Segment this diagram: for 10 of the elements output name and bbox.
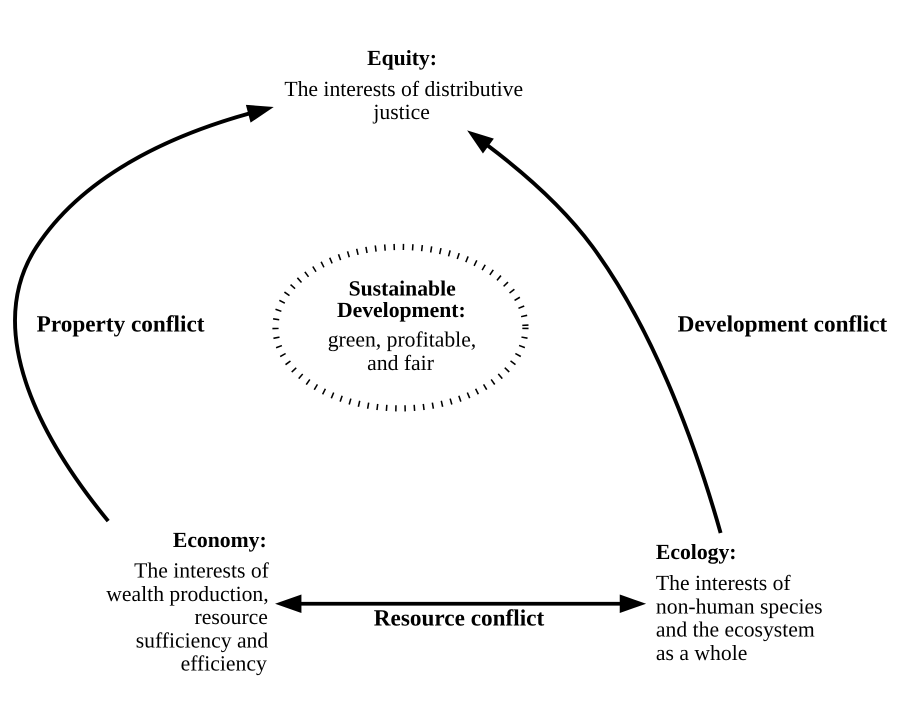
- arrow: [275, 594, 646, 613]
- arrow: [13, 104, 274, 522]
- node-text: Ecology: The interests of non-human species and the ecosystem as a whole: [656, 540, 823, 665]
- node-text: Equity: The interests of distributive justice: [284, 46, 524, 124]
- edge-label: Resource conflict: [374, 605, 544, 632]
- edge-label: Development conflict: [678, 312, 888, 338]
- arrow: [467, 130, 722, 534]
- node-text: Economy: The interests of wealth production, resource sufficiency and efficiency: [106, 528, 269, 676]
- node-ellipse: Sustainable Development: green, profitable, and fair: [272, 244, 529, 412]
- edge-label: Property conflict: [36, 312, 204, 338]
